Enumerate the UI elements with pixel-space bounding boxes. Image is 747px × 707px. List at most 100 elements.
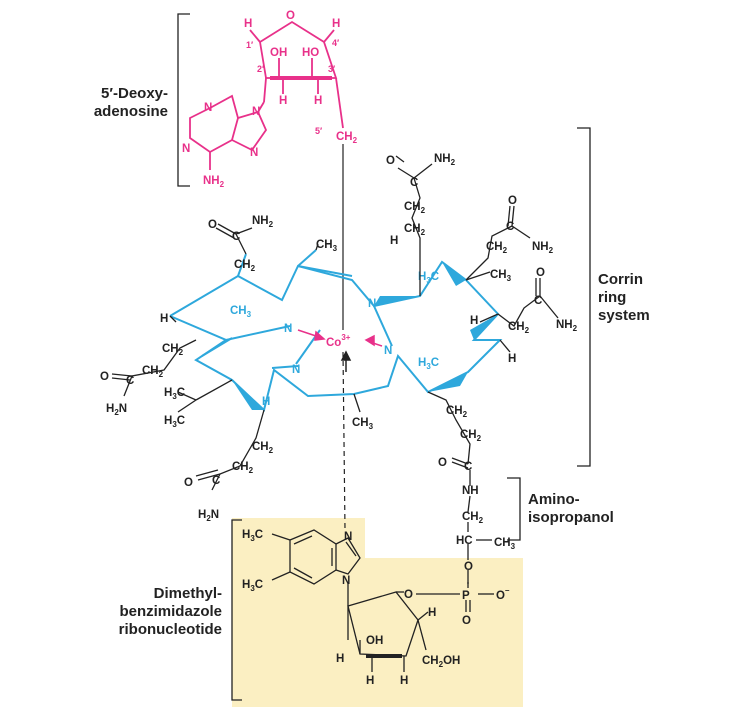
right-amide-nh2: NH2 [532, 241, 554, 255]
dmb-atoms: H3C H3C N N O H OH H H H CH2OH P O– O [242, 529, 510, 687]
isopropanol-hc: HC [456, 535, 473, 547]
bracket-deoxyadenosine [177, 13, 190, 187]
right-ch2: CH2 [486, 241, 508, 255]
top-left-carbonyl-o: O [208, 219, 217, 231]
top-left-carbonyl-c: C [232, 231, 240, 243]
bracket-aminoisopropanol [507, 477, 521, 541]
bottom-left-h2n: H2N [198, 509, 219, 523]
label-corrin-line3: system [598, 307, 650, 324]
cobalt-atom: Co3+ [326, 333, 351, 349]
right-lower-carbonyl-c: C [534, 295, 542, 307]
top-ch2-a: CH2 [404, 201, 426, 215]
chain-carbonyl-o: O [438, 457, 447, 469]
bottom-methyl: CH3 [352, 417, 374, 431]
dmb-highlight-region [232, 518, 523, 707]
label-dmb-line2: benzimidazole [119, 603, 222, 620]
ribose-oh: OH [270, 47, 287, 59]
bottom-left-ch2-b: CH2 [232, 461, 254, 475]
adenine-n7: N [250, 147, 258, 159]
left-ch2-a: CH2 [162, 343, 184, 357]
gem-methyl-a: H3C [164, 387, 185, 401]
gem-methyl-b: H3C [164, 415, 185, 429]
right-lower-ch2: CH2 [508, 321, 530, 335]
top-amide-nh2: NH2 [434, 153, 456, 167]
dmb-methyl-b: H3C [242, 579, 263, 593]
ribose-ho: HO [302, 47, 319, 59]
adenine-amino: NH2 [203, 175, 225, 189]
left-h: H [160, 313, 168, 325]
chain-ch2-b: CH2 [460, 429, 482, 443]
phosphate-ester-o: O [464, 561, 473, 573]
chain-carbonyl-c: C [464, 461, 472, 473]
corrin-methyl-east1: H3C [418, 271, 439, 285]
corrin-n-north: N [368, 298, 376, 310]
bottom-left-carbonyl-o: O [184, 477, 193, 489]
adenine-n1: N [204, 102, 212, 114]
axial-bond-lower [342, 351, 346, 531]
cobalt-center: Co3+ [297, 329, 383, 372]
phosphate-double-o: O [462, 615, 471, 627]
bottom-left-carbonyl-c: C [212, 475, 220, 487]
adenine-n3: N [182, 143, 190, 155]
position-5p: 5′ [315, 126, 322, 136]
deoxyadenosine-atoms: O H H 1′ 2′ 3′ 4′ 5′ OH HO H H CH2 N N N… [182, 10, 358, 189]
label-dmb-line3: ribonucleotide [119, 621, 222, 638]
position-2p: 2′ [257, 64, 264, 74]
position-4p: 4′ [332, 38, 339, 48]
label-corrin-line2: ring [598, 289, 626, 306]
label-deoxy-line1: 5′-Deoxy- [101, 85, 168, 102]
chain-ch2-a: CH2 [446, 405, 468, 419]
right-carbonyl-c: C [506, 221, 514, 233]
ribose-h-top: H [428, 607, 436, 619]
adenine-n9: N [252, 106, 260, 118]
corrin-wedges [232, 262, 498, 410]
right-lower-h: H [470, 315, 478, 327]
bracket-dmb [231, 519, 242, 701]
label-dmb-line1: Dimethyl- [154, 585, 222, 602]
position-3p: 3′ [328, 64, 335, 74]
right-lower-h2: H [508, 353, 516, 365]
ribose-h2p: H [279, 95, 287, 107]
corrin-n-east: N [384, 345, 392, 357]
ribose-h-left: H [336, 653, 344, 665]
side-chain-bonds [111, 155, 559, 584]
ribose-oxygen: O [286, 10, 295, 22]
left-ch2-b: CH2 [142, 365, 164, 379]
isopropanol-ch3: CH3 [494, 537, 516, 551]
label-amino-line1: Amino- [528, 491, 580, 508]
corrin-methyl-inner: CH3 [230, 305, 252, 319]
phosphate-o-minus: O– [496, 586, 510, 602]
methylene-5p: CH2 [336, 131, 358, 145]
top-carbonyl-c: C [410, 177, 418, 189]
isopropanol-ch2: CH2 [462, 511, 484, 525]
ribose-ring-o: O [404, 589, 413, 601]
side-chain-atoms: O NH2 C CH2 CH2 H CH3 O C NH2 CH2 CH3 O … [100, 153, 578, 573]
ribose-h-bottom-a: H [366, 675, 374, 687]
label-amino-line2: isopropanol [528, 509, 614, 526]
top-left-nh2: NH2 [252, 215, 274, 229]
ribose-ch2oh: CH2OH [422, 655, 460, 669]
right-methyl: CH3 [490, 269, 512, 283]
label-corrin-line1: Corrin [598, 271, 643, 288]
top-h: H [390, 235, 398, 247]
corrin-n-west: N [284, 323, 292, 335]
dmb-methyl-a: H3C [242, 529, 263, 543]
left-carbonyl-c: C [126, 375, 134, 387]
left-h2n: H2N [106, 403, 127, 417]
ribose-h4: H [332, 18, 340, 30]
top-left-ch2: CH2 [234, 259, 256, 273]
label-deoxy-line2: adenosine [94, 103, 168, 120]
corrin-methyl-east2: H3C [418, 357, 439, 371]
top-methyl: CH3 [316, 239, 338, 253]
top-ch2-b: CH2 [404, 223, 426, 237]
position-1p: 1′ [246, 40, 253, 50]
ribose-h-bottom-b: H [400, 675, 408, 687]
right-carbonyl-o: O [508, 195, 517, 207]
dmb-n1: N [342, 575, 350, 587]
corrin-nitrogens: N N N N CH3 H3C H3C H [230, 271, 439, 408]
ribose-h1: H [244, 18, 252, 30]
left-carbonyl-o: O [100, 371, 109, 383]
phosphorus: P [462, 590, 470, 602]
dmb-n3: N [344, 531, 352, 543]
